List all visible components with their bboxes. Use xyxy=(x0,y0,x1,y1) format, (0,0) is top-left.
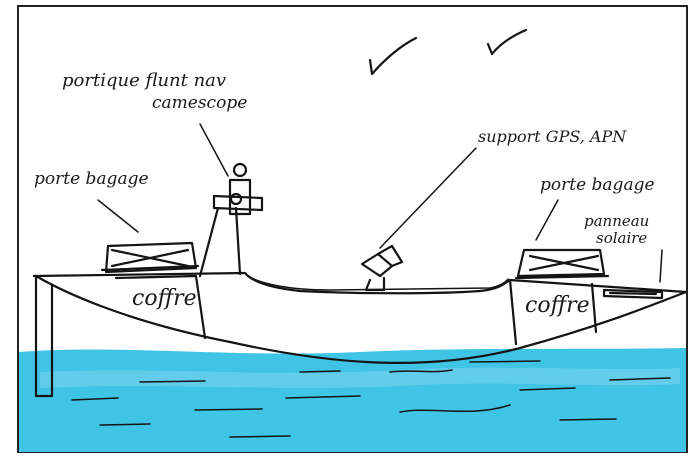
solar-panel xyxy=(604,290,662,298)
coffre-right-label: coffre xyxy=(525,293,590,318)
label-camescope: camescope xyxy=(152,93,247,113)
label-support-gps: support GPS, APN xyxy=(478,127,627,146)
label-solaire: solaire xyxy=(596,229,647,247)
label-porte-bagage-right: porte bagage xyxy=(540,175,655,195)
coffre-left-label: coffre xyxy=(132,286,197,311)
label-portique: portique flunt nav xyxy=(62,70,226,91)
water xyxy=(19,348,686,452)
label-porte-bagage-left: porte bagage xyxy=(34,169,149,189)
label-panneau: panneau xyxy=(584,212,649,230)
